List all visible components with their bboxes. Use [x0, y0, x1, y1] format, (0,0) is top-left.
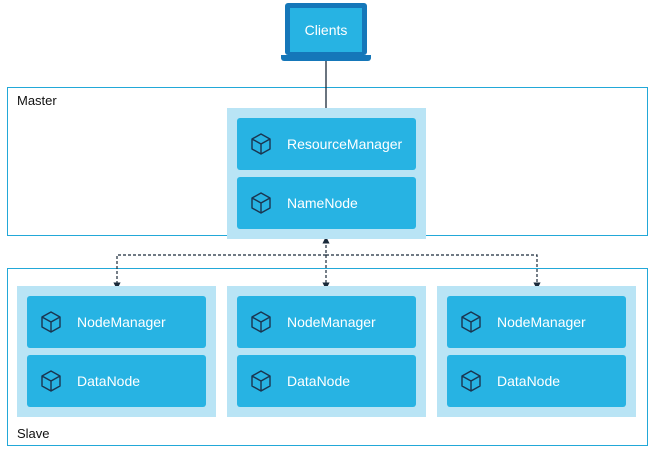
- laptop-base: [281, 55, 371, 61]
- node-label: NodeManager: [497, 314, 586, 330]
- slave-panel-3: NodeManager DataNode: [437, 286, 636, 417]
- master-label: Master: [17, 93, 57, 108]
- node-label: DataNode: [497, 373, 561, 389]
- cube-icon: [249, 369, 273, 393]
- data-node[interactable]: DataNode: [237, 355, 416, 407]
- name-node[interactable]: NameNode: [237, 177, 416, 229]
- master-panel: ResourceManager NameNode: [227, 108, 426, 239]
- clients-label: Clients: [290, 8, 362, 52]
- slave-panel-1: NodeManager DataNode: [17, 286, 216, 417]
- node-manager-node[interactable]: NodeManager: [27, 296, 206, 348]
- laptop-screen: Clients: [285, 3, 367, 55]
- node-manager-node[interactable]: NodeManager: [447, 296, 626, 348]
- data-node[interactable]: DataNode: [27, 355, 206, 407]
- cube-icon: [39, 310, 63, 334]
- node-label: ResourceManager: [287, 136, 403, 152]
- node-label: NodeManager: [77, 314, 166, 330]
- cube-icon: [459, 369, 483, 393]
- node-label: NodeManager: [287, 314, 376, 330]
- cube-icon: [249, 191, 273, 215]
- node-manager-node[interactable]: NodeManager: [237, 296, 416, 348]
- cube-icon: [249, 132, 273, 156]
- cube-icon: [39, 369, 63, 393]
- resource-manager-node[interactable]: ResourceManager: [237, 118, 416, 170]
- slave-label: Slave: [17, 426, 50, 441]
- cube-icon: [459, 310, 483, 334]
- data-node[interactable]: DataNode: [447, 355, 626, 407]
- slave-panel-2: NodeManager DataNode: [227, 286, 426, 417]
- cube-icon: [249, 310, 273, 334]
- node-label: DataNode: [287, 373, 351, 389]
- node-label: DataNode: [77, 373, 141, 389]
- node-label: NameNode: [287, 195, 358, 211]
